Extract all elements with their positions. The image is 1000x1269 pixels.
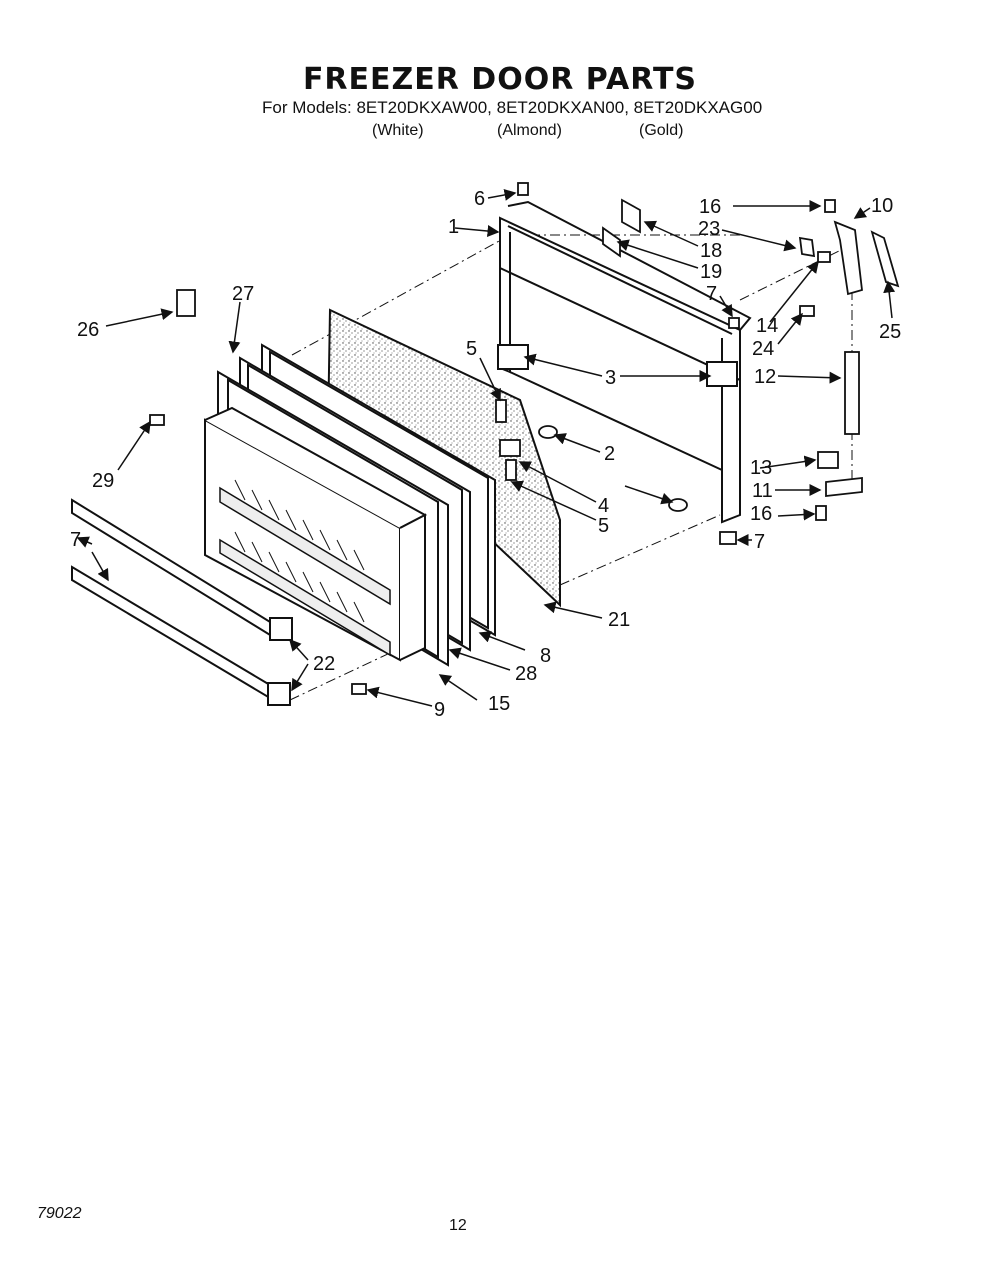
callout-16-top: 16 (699, 196, 721, 218)
callout-5-lower: 5 (598, 515, 609, 537)
callout-22: 22 (313, 653, 335, 675)
callout-4: 4 (598, 495, 609, 517)
variant-white: (White) (372, 122, 424, 139)
models-line: For Models: 8ET20DKXAW00, 8ET20DKXAN00, … (262, 98, 763, 117)
callout-12: 12 (754, 366, 776, 388)
callout-3: 3 (605, 367, 616, 389)
callout-24: 24 (752, 338, 774, 360)
callout-29: 29 (92, 470, 114, 492)
callout-28: 28 (515, 663, 537, 685)
callout-23: 23 (698, 218, 720, 240)
callout-26: 26 (77, 319, 99, 341)
callout-10: 10 (871, 195, 893, 217)
callout-25: 25 (879, 321, 901, 343)
callout-21: 21 (608, 609, 630, 631)
callout-labels: 1 2 3 4 5 5 6 7 7 7 8 9 10 11 12 13 14 1… (70, 188, 901, 721)
callout-27: 27 (232, 283, 254, 305)
callout-7-bottom: 7 (754, 531, 765, 553)
leader-lines (76, 189, 896, 707)
callout-13: 13 (750, 457, 772, 479)
callout-7-rail: 7 (70, 529, 81, 551)
callout-2: 2 (604, 443, 615, 465)
callout-8: 8 (540, 645, 551, 667)
callout-16-bottom: 16 (750, 503, 772, 525)
callout-18: 18 (700, 240, 722, 262)
variant-almond: (Almond) (497, 122, 562, 139)
callout-15: 15 (488, 693, 510, 715)
page-title: FREEZER DOOR PARTS (302, 62, 698, 97)
callout-11: 11 (752, 480, 773, 502)
hardware-small-parts (149, 182, 900, 695)
callout-19: 19 (700, 261, 722, 283)
callout-14: 14 (756, 315, 778, 337)
door-inner-liner (204, 406, 428, 662)
variant-gold: (Gold) (639, 122, 684, 139)
callout-1: 1 (448, 216, 459, 238)
callout-7-hinge: 7 (706, 283, 717, 305)
document-code: 79022 (37, 1205, 82, 1222)
callout-9: 9 (434, 699, 445, 721)
callout-6: 6 (474, 188, 485, 210)
door-handle-rails (71, 498, 293, 706)
callout-5-upper: 5 (466, 338, 477, 360)
page-number: 12 (449, 1217, 467, 1234)
